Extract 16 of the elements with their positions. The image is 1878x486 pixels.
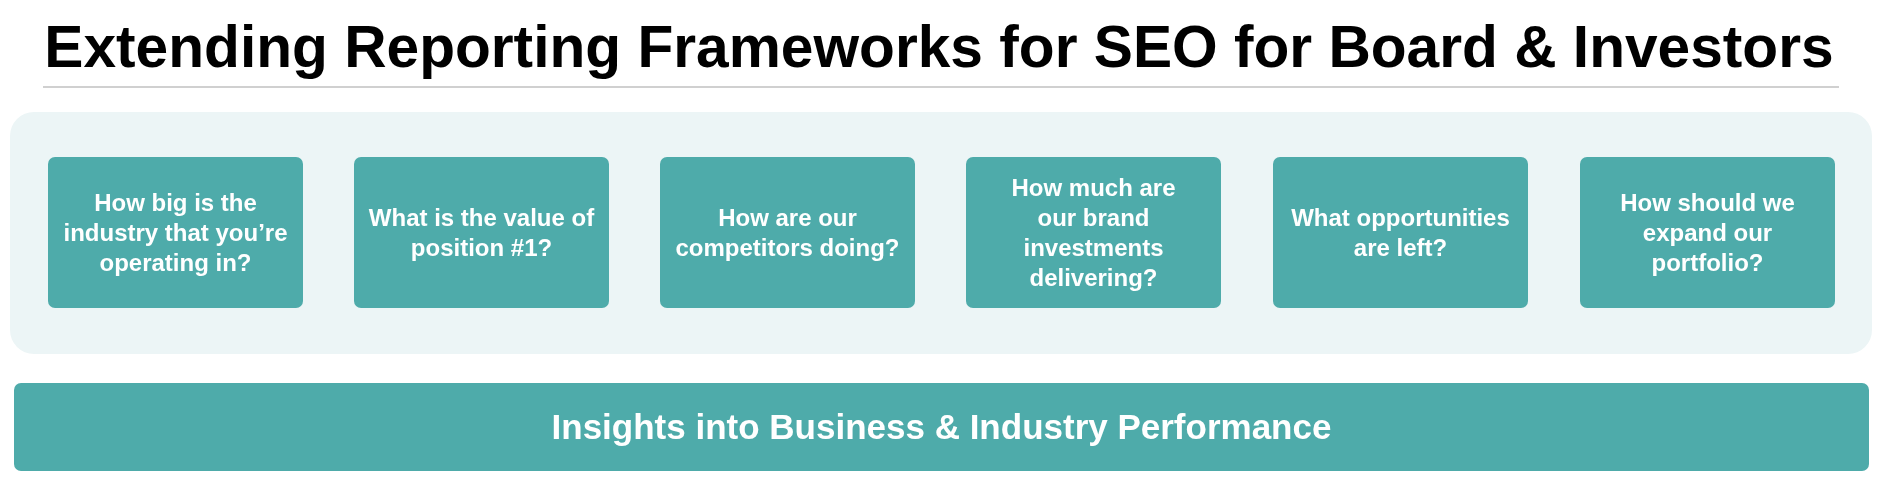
question-box [1273,157,1528,308]
question-text: How big is the industry that you’re operating in? [62,187,289,278]
question-text: How much are our brand investments delivering? [1010,172,1177,293]
question-text: What is the value of position #1? [367,202,596,263]
title: Extending Reporting Frameworks for SEO for Board & Investors [44,18,1834,77]
question-box [966,157,1221,308]
summary-bar [14,383,1869,471]
question-text: What opportunities are left? [1290,202,1511,263]
question-box [48,157,303,308]
question-text: How should we expand our portfolio? [1619,187,1796,278]
question-box [660,157,915,308]
question-box [354,157,609,308]
question-box [1580,157,1835,308]
question-text: How are our competitors doing? [674,202,901,263]
summary-text: Insights into Business & Industry Performance [551,406,1332,448]
background-panel [10,112,1872,354]
